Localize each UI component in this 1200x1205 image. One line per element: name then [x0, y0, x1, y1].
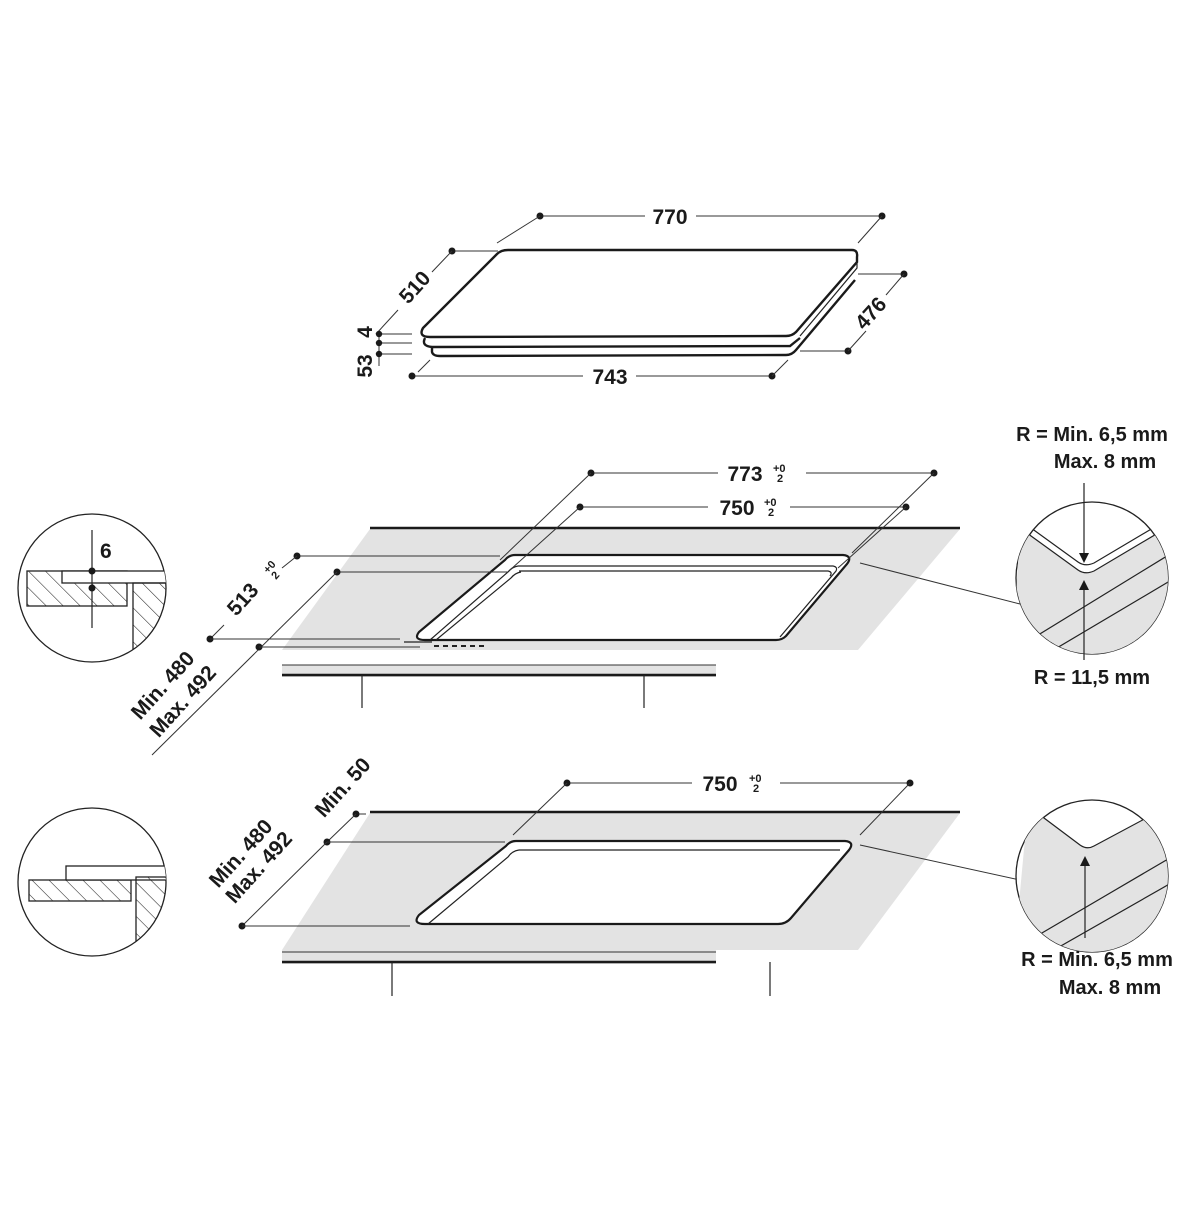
standard-section-detail [17, 807, 167, 957]
corner-radius-min: R = Min. 6,5 mm [1021, 949, 1173, 971]
corner-radius-max: Max. 8 mm [1059, 977, 1161, 999]
hob-product-view: 770 510 476 4 53 743 [354, 206, 908, 389]
flush-corner-detail: R = Min. 6,5 mm Max. 8 mm R = 11,5 mm [1015, 424, 1169, 689]
flush-install-view: 773 +0 2 750 +0 2 513 +0 2 Min. 480 Max.… [127, 463, 1021, 756]
dim-glass-thickness: 4 [354, 326, 377, 338]
hob-glass-top [420, 248, 859, 339]
dim-edge-distance: Min. 50 [311, 754, 376, 822]
dim-outer-cut-width: 773 [727, 463, 762, 486]
dim-top-width: 770 [652, 206, 687, 229]
svg-text:+0: +0 [773, 463, 786, 475]
corner-inner-radius-min: R = Min. 6,5 mm [1016, 424, 1168, 446]
dim-rebate-depth: 6 [100, 540, 112, 563]
svg-text:2: 2 [753, 783, 759, 795]
dim-cut-width: 750 [702, 773, 737, 796]
corner-outer-radius: R = 11,5 mm [1034, 667, 1150, 689]
svg-text:2: 2 [777, 473, 783, 485]
svg-text:2: 2 [269, 569, 282, 582]
dim-outer-cut-depth: 513 [223, 579, 264, 620]
svg-text:+0: +0 [764, 497, 777, 509]
dim-inner-cut-width: 750 [719, 497, 754, 520]
flush-section-detail: 6 [17, 513, 167, 663]
svg-text:+0: +0 [749, 773, 762, 785]
standard-corner-detail: R = Min. 6,5 mm Max. 8 mm [1015, 799, 1173, 999]
dim-top-depth: 510 [395, 267, 436, 308]
standard-install-view: 750 +0 2 Min. 50 Min. 480 Max. 492 [205, 754, 1021, 996]
dim-bottom-depth: 476 [851, 293, 892, 334]
dim-bottom-width: 743 [592, 366, 627, 389]
corner-inner-radius-max: Max. 8 mm [1054, 451, 1156, 473]
dim-total-height: 53 [354, 354, 377, 377]
svg-text:2: 2 [768, 507, 774, 519]
